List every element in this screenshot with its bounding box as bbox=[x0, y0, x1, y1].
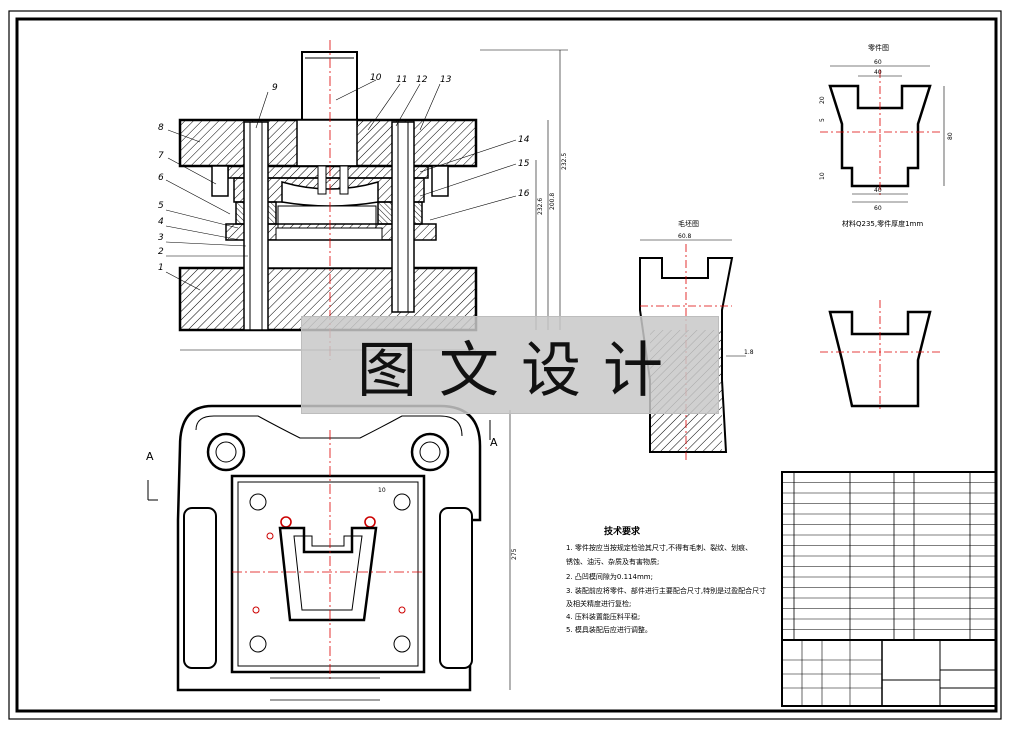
part-no-9: 9 bbox=[272, 83, 278, 93]
section-marker-right: A bbox=[490, 436, 498, 449]
tech-req-line: 5. 模具装配后应进行调整。 bbox=[566, 625, 652, 634]
part-no-4: 4 bbox=[158, 217, 164, 227]
part-no-6: 6 bbox=[158, 173, 164, 183]
front-dim-1: 232.5 bbox=[561, 153, 568, 170]
part-view-title: 零件图 bbox=[868, 43, 889, 52]
part-no-3: 3 bbox=[158, 233, 164, 243]
part-no-5: 5 bbox=[158, 201, 164, 211]
part-number-labels: 8 7 6 5 4 3 2 1 9 10 11 12 13 14 15 16 bbox=[158, 73, 530, 273]
blank-dim-r: 1.8 bbox=[744, 349, 754, 356]
tech-req-line: 及相关精度进行复检; bbox=[566, 599, 631, 608]
material-note: 材料Q235,零件厚度1mm bbox=[842, 219, 923, 228]
part-dim-left-10: 10 bbox=[819, 172, 826, 180]
tech-req-line: 3. 装配前应将零件、部件进行主要配合尺寸,特别是过盈配合尺寸 bbox=[566, 586, 766, 595]
part-no-1: 1 bbox=[158, 263, 164, 273]
tech-req-title: 技术要求 bbox=[604, 525, 641, 537]
parts-list-table bbox=[781, 471, 997, 707]
part-no-14: 14 bbox=[518, 135, 530, 145]
part-dim-bottom: 60 bbox=[874, 205, 882, 212]
front-section-view bbox=[165, 40, 568, 360]
watermark-text: 图文设计 bbox=[357, 335, 685, 406]
blank-dim-top: 60.8 bbox=[678, 233, 692, 240]
watermark-banner: 图文设计 bbox=[301, 316, 719, 414]
part-no-8: 8 bbox=[158, 123, 164, 133]
part-dim-top: 60 bbox=[874, 59, 882, 66]
plan-view-number: 10 bbox=[378, 487, 386, 494]
part-no-2: 2 bbox=[158, 247, 164, 257]
part-no-15: 15 bbox=[518, 159, 530, 169]
tech-req-line: 锈蚀、油污、杂质及有害物质; bbox=[566, 557, 659, 566]
part-dim-bottom-inner: 40 bbox=[874, 187, 882, 194]
part-no-7: 7 bbox=[158, 151, 164, 161]
part-dim-left-20: 20 bbox=[819, 96, 826, 104]
part-dim-left-5: 5 bbox=[819, 118, 826, 122]
blank-view-title: 毛坯图 bbox=[678, 219, 699, 228]
tech-req-line: 1. 零件按应当按规定检验其尺寸,不得有毛刺、裂纹、划痕、 bbox=[566, 543, 752, 552]
part-no-13: 13 bbox=[440, 75, 452, 85]
part-dim-inner: 40 bbox=[874, 69, 882, 76]
part-no-12: 12 bbox=[416, 75, 428, 85]
tech-requirements: 技术要求 1. 零件按应当按规定检验其尺寸,不得有毛刺、裂纹、划痕、 锈蚀、油污… bbox=[566, 525, 766, 634]
part-dim-height: 80 bbox=[947, 132, 954, 140]
section-marker-left: A bbox=[146, 450, 154, 463]
part-no-11: 11 bbox=[396, 75, 407, 85]
tech-req-line: 4. 压料装置能压料平稳; bbox=[566, 612, 640, 621]
plan-view-height-dim: 275 bbox=[511, 548, 518, 560]
plan-view bbox=[147, 404, 511, 701]
tech-req-line: 2. 凸凹模间隙为0.114mm; bbox=[566, 572, 653, 581]
part-no-16: 16 bbox=[518, 189, 530, 199]
inner-border bbox=[15, 17, 998, 713]
front-dim-3: 232.6 bbox=[537, 198, 544, 215]
part-drawing bbox=[820, 65, 945, 203]
part-no-10: 10 bbox=[370, 73, 382, 83]
front-dim-2: 200.8 bbox=[549, 193, 556, 210]
